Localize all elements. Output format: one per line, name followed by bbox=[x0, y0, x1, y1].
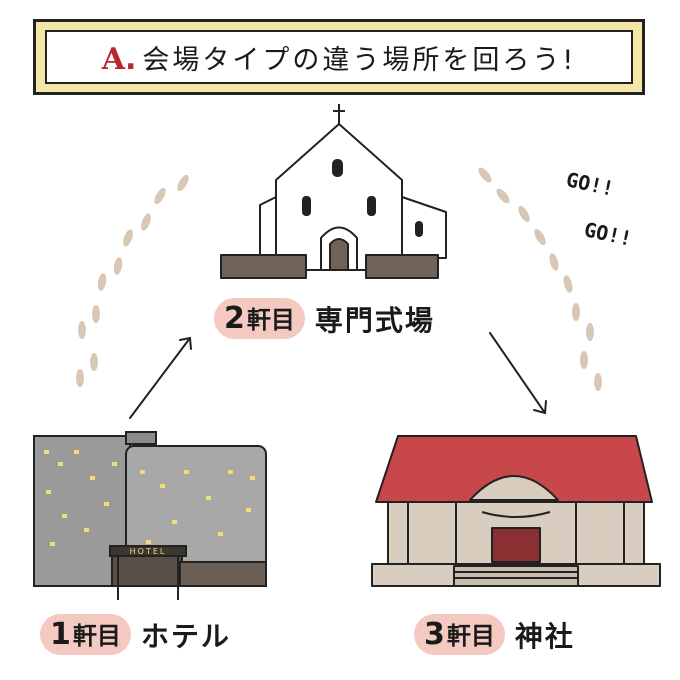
order-badge-2: 2 軒目 bbox=[214, 298, 305, 339]
order-unit: 軒目 bbox=[72, 622, 121, 650]
chapel-illustration bbox=[220, 104, 447, 279]
title-banner-inner: A . 会場タイプの違う場所を回ろう! bbox=[45, 30, 633, 84]
order-number: 2 bbox=[224, 301, 245, 336]
banner-title: 会場タイプの違う場所を回ろう! bbox=[142, 44, 577, 76]
hotel-sign: HOTEL bbox=[130, 547, 167, 556]
venue-name-hotel: ホテル bbox=[140, 619, 231, 653]
footprints-right bbox=[478, 167, 602, 391]
order-badge-1: 1 軒目 bbox=[40, 614, 131, 655]
venue-label-hotel: 1 軒目 ホテル bbox=[40, 614, 231, 655]
venue-name-hall: 専門式場 bbox=[314, 303, 435, 337]
footprints-left bbox=[76, 174, 189, 387]
order-unit: 軒目 bbox=[246, 306, 295, 334]
hotel-illustration bbox=[33, 431, 267, 600]
venue-label-hall: 2 軒目 専門式場 bbox=[214, 298, 435, 339]
venue-name-shrine: 神社 bbox=[514, 619, 575, 653]
order-unit: 軒目 bbox=[446, 622, 495, 650]
banner-text: A . 会場タイプの違う場所を回ろう! bbox=[102, 38, 577, 77]
order-number: 1 bbox=[50, 617, 71, 652]
order-badge-3: 3 軒目 bbox=[414, 614, 505, 655]
venue-label-shrine: 3 軒目 神社 bbox=[414, 614, 575, 655]
title-banner: A . 会場タイプの違う場所を回ろう! bbox=[33, 19, 645, 95]
order-number: 3 bbox=[424, 617, 445, 652]
shrine-illustration bbox=[371, 435, 661, 587]
banner-letter: A bbox=[101, 41, 126, 77]
banner-dot: . bbox=[125, 41, 137, 77]
route-arrows bbox=[129, 332, 547, 419]
